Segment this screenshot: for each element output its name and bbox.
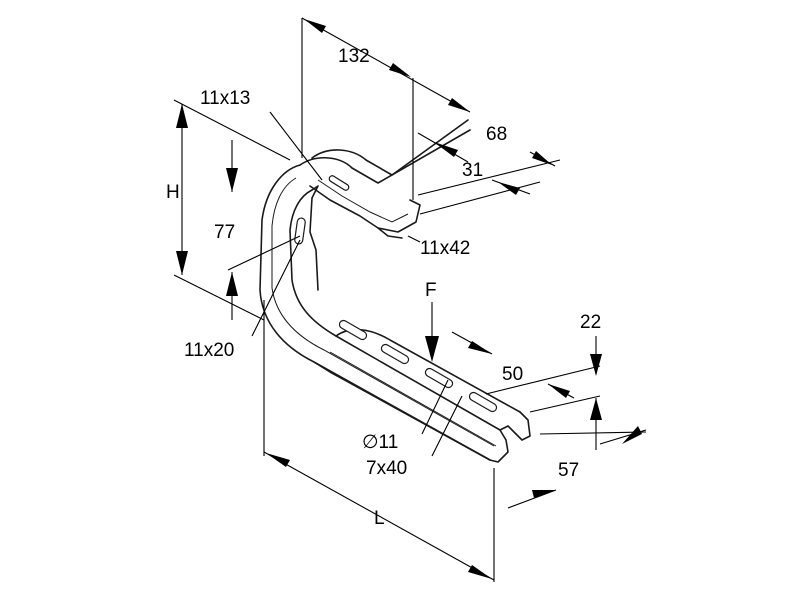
vertical-mid xyxy=(271,177,495,447)
leader-11x42 xyxy=(407,235,421,243)
leader-phi11 xyxy=(421,379,449,435)
label-F: F xyxy=(425,280,437,301)
dim-L-line xyxy=(263,451,495,581)
dim-77-ext xyxy=(227,235,301,271)
label-22: 22 xyxy=(580,312,601,333)
slot-2 xyxy=(380,343,410,365)
slot-1 xyxy=(338,319,368,341)
top-channel xyxy=(309,185,421,233)
dim-132-arrow-b xyxy=(389,63,411,77)
dim-50-ext-b xyxy=(529,395,601,413)
bottom-channel-inner xyxy=(329,351,497,447)
slot-3 xyxy=(424,367,454,389)
label-H: H xyxy=(166,182,180,203)
dim-H-arrow-bottom xyxy=(176,251,188,275)
dim-132-arrow-c xyxy=(448,98,470,112)
label-68: 68 xyxy=(486,124,507,145)
dim-L-arrow-left xyxy=(266,453,290,467)
slot-top xyxy=(328,175,350,191)
top-channel-inner xyxy=(317,179,409,223)
label-phi11: ∅11 xyxy=(362,432,398,453)
dim-50-ext-a xyxy=(485,365,601,395)
dim-57-ext xyxy=(539,431,647,435)
dim-132-line xyxy=(301,17,471,113)
label-7x40: 7x40 xyxy=(366,458,407,479)
dim-H-ext-top xyxy=(173,99,291,161)
dim-50-arrow-b xyxy=(548,384,570,398)
bottom-arm-end xyxy=(499,411,531,441)
dim-77-arrow-top xyxy=(226,168,238,192)
top-channel-lip xyxy=(377,227,403,239)
leader-11x20 xyxy=(251,239,301,337)
bracket-top-arm-front xyxy=(299,129,471,184)
bottom-channel-lower xyxy=(313,361,509,463)
label-11x42: 11x42 xyxy=(420,238,470,259)
dim-31-arrow-b xyxy=(532,151,552,165)
leader-7x40 xyxy=(431,395,463,457)
vertical-inner xyxy=(289,189,501,431)
dim-L-arrow-end xyxy=(532,490,556,498)
dim-L-arrow-right xyxy=(468,565,492,579)
vertical-flange xyxy=(309,185,319,291)
bracket-back-profile xyxy=(311,119,469,176)
bracket-part xyxy=(259,119,531,463)
label-132: 132 xyxy=(338,46,370,67)
force-F-arrow xyxy=(425,336,439,362)
label-50: 50 xyxy=(502,364,523,385)
dim-31-arrow-a xyxy=(498,182,520,195)
label-57: 57 xyxy=(558,460,579,481)
vertical-outer xyxy=(259,164,491,461)
leader-11x13 xyxy=(269,111,323,181)
label-77: 77 xyxy=(214,222,235,243)
dim-H-ext-bottom xyxy=(173,274,265,321)
dimensions xyxy=(173,17,647,582)
dim-22-arrow-bottom xyxy=(590,398,602,420)
label-11x20: 11x20 xyxy=(184,340,234,361)
bottom-arm-top xyxy=(335,328,521,413)
label-31: 31 xyxy=(462,160,483,181)
dim-31-ext xyxy=(419,181,541,215)
dim-50-arrow-a xyxy=(468,341,492,354)
dim-77-arrow-bottom xyxy=(226,272,238,296)
label-L: L xyxy=(374,508,385,529)
dim-68-arrow xyxy=(434,142,458,157)
dim-H-arrow-top xyxy=(176,104,188,128)
slot-4 xyxy=(468,391,498,413)
dim-57-arrow xyxy=(622,426,642,444)
dim-132-arrow-a xyxy=(304,19,326,33)
labels: 132 11x13 68 31 H 77 11x42 F 22 11x20 50… xyxy=(166,46,601,529)
dim-22-arrow-top xyxy=(590,354,602,376)
dim-68-ext xyxy=(417,159,561,196)
label-11x13: 11x13 xyxy=(200,88,250,109)
dim-L-ext-end xyxy=(507,489,557,509)
